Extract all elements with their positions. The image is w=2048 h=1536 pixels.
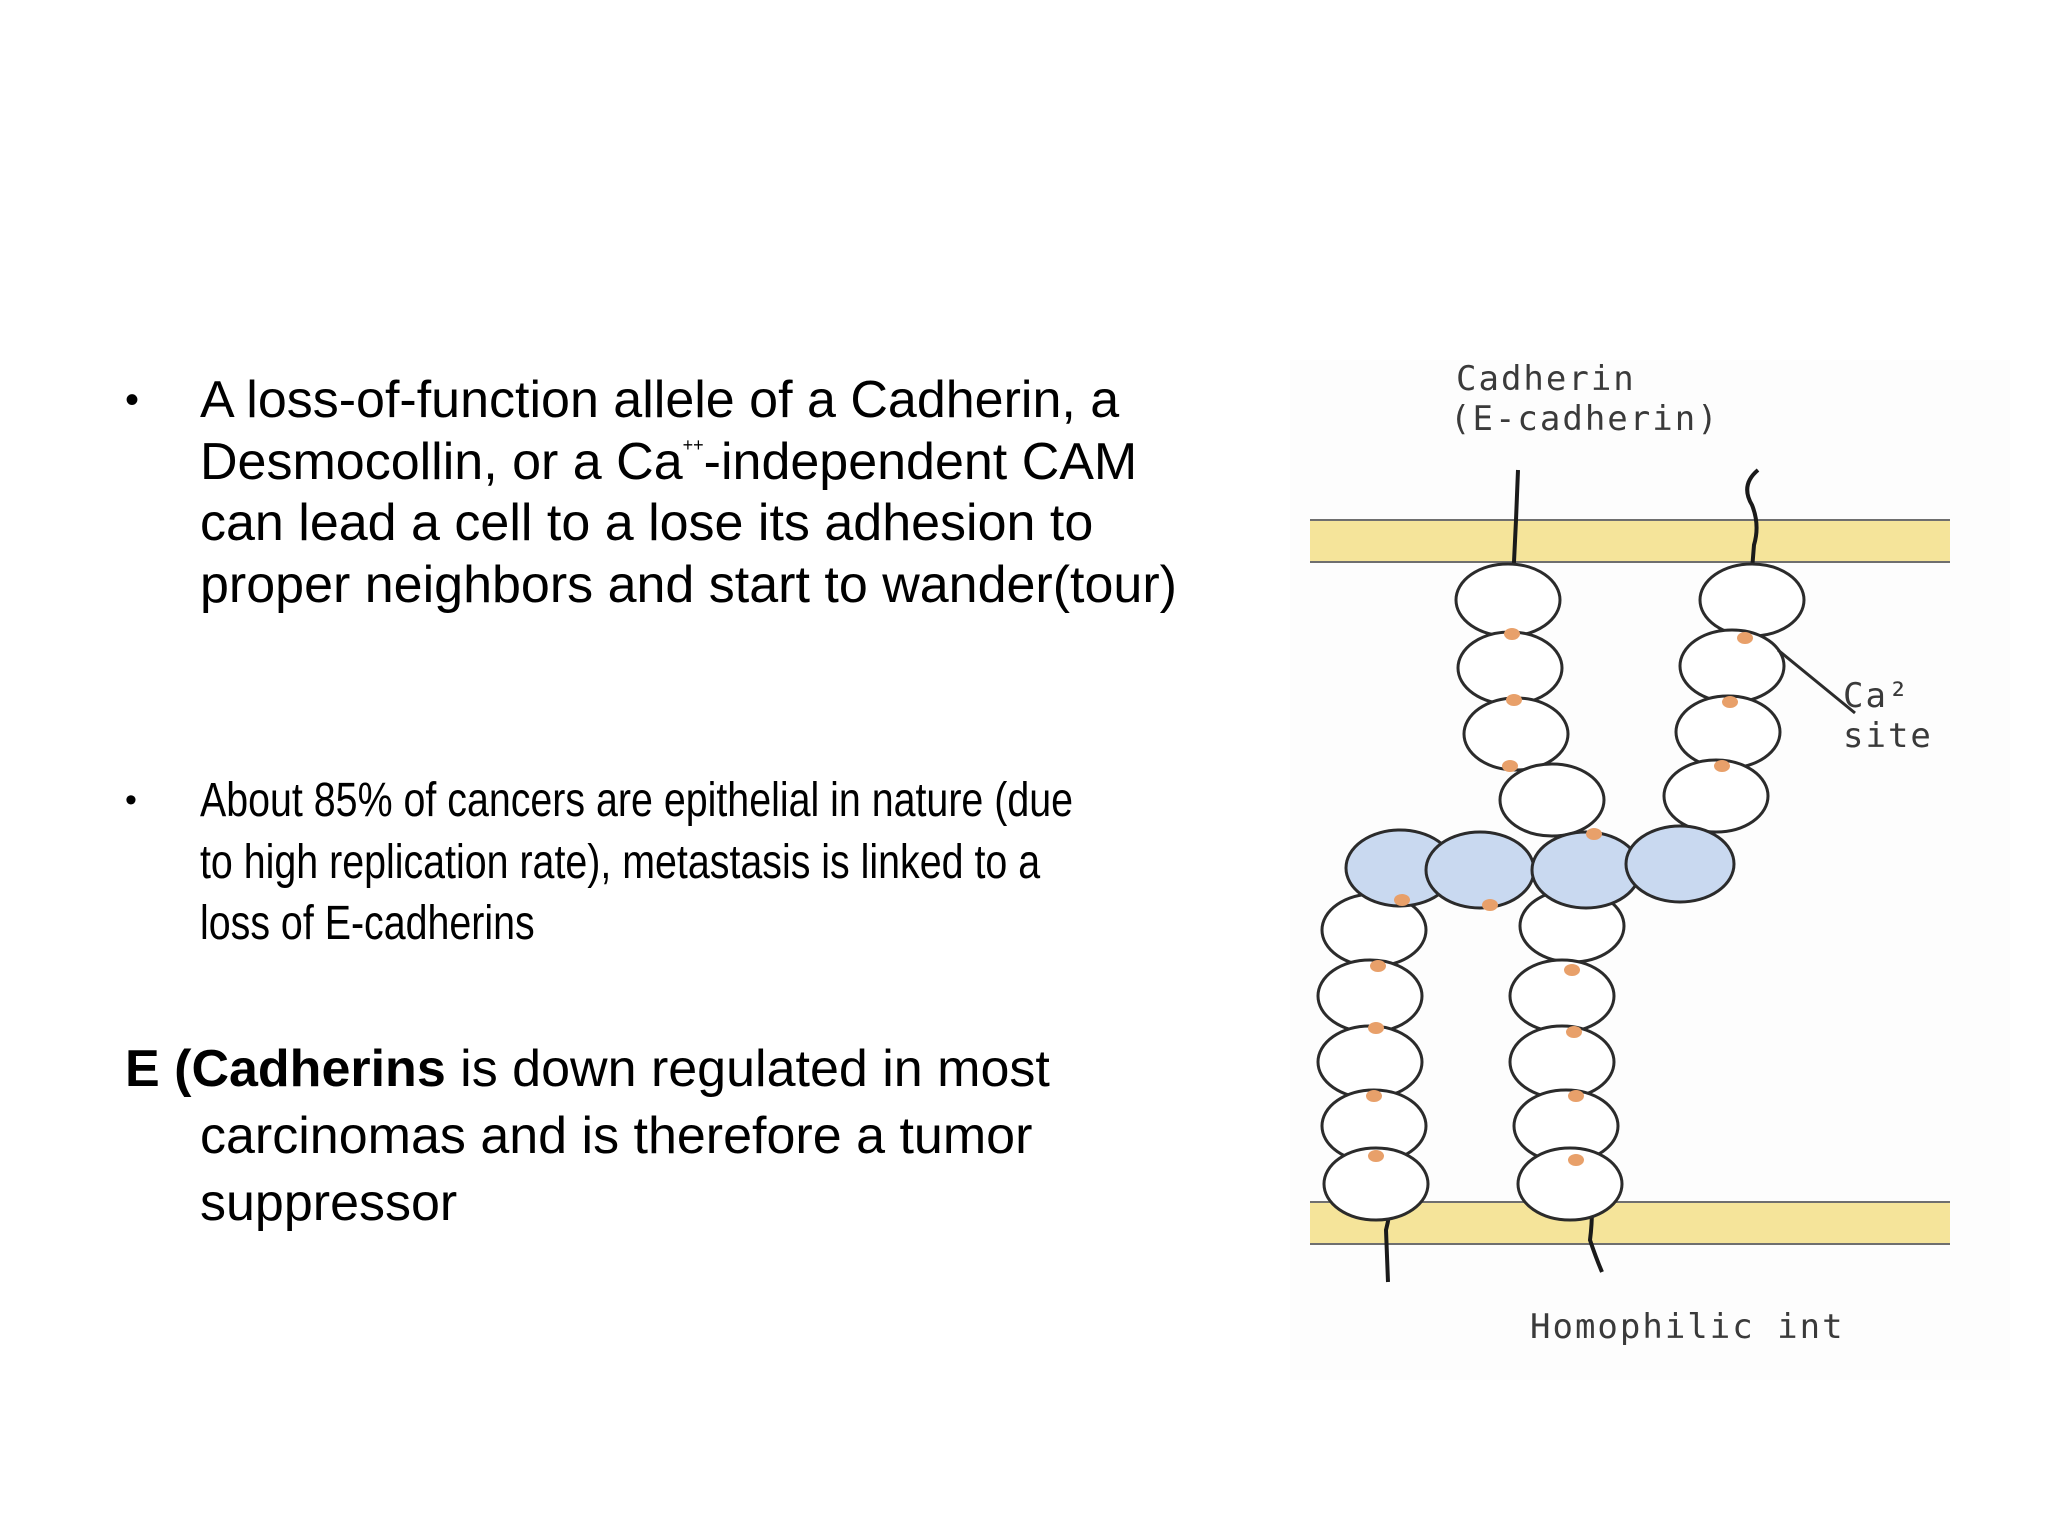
label-ca2: Ca² <box>1843 676 1910 716</box>
calcium-binding-site <box>1568 1154 1584 1166</box>
calcium-binding-site <box>1394 894 1410 906</box>
cadherin-domain <box>1454 562 1562 638</box>
calcium-binding-site <box>1370 960 1386 972</box>
calcium-binding-site <box>1737 632 1753 644</box>
superscript-plusplus: ++ <box>682 434 704 455</box>
statement-paragraph: E (Cadherins is down regulated in most c… <box>125 1036 1185 1237</box>
ec1-interface-domain <box>1530 830 1642 910</box>
calcium-binding-site <box>1368 1022 1384 1034</box>
cadherin-diagram: Cadherin (E-cadherin) Ca² site Homophili… <box>1290 360 2010 1380</box>
calcium-binding-site <box>1506 694 1522 706</box>
label-site: site <box>1843 716 1933 756</box>
calcium-binding-site <box>1366 1090 1382 1102</box>
bullet-marker: • <box>125 378 140 422</box>
cadherin-domain <box>1498 762 1606 838</box>
calcium-binding-site <box>1504 628 1520 640</box>
statement-first-line: E (Cadherins is down regulated in most <box>125 1036 1185 1103</box>
cadherin-domain <box>1316 1024 1424 1100</box>
cadherin-domains <box>1316 562 1806 1222</box>
cadherin-domain <box>1456 630 1564 706</box>
ec1-interface-domain <box>1424 830 1536 910</box>
cadherin-domain <box>1516 1146 1624 1222</box>
cadherin-domain <box>1698 562 1806 638</box>
cadherin-domain <box>1508 1024 1616 1100</box>
bullet-text-part2: -independent CAM can lead a cell to a lo… <box>200 432 1177 614</box>
cadherin-domain <box>1322 1146 1430 1222</box>
calcium-binding-site <box>1502 760 1518 772</box>
bullet-text-part1: A loss-of-function allele of a Cadherin,… <box>200 371 1120 491</box>
statement-bold: E (Cadherins <box>125 1040 446 1098</box>
calcium-binding-site <box>1566 1026 1582 1038</box>
lower-membrane <box>1310 1202 1950 1244</box>
cadherin-domain <box>1508 958 1616 1034</box>
tail-upper-right <box>1745 468 1760 571</box>
upper-membrane <box>1310 520 1950 562</box>
cadherin-domain <box>1462 696 1570 772</box>
label-homophilic: Homophilic int <box>1530 1307 1845 1347</box>
calcium-binding-site <box>1482 899 1498 911</box>
calcium-binding-site <box>1722 696 1738 708</box>
label-e-cadherin: (E-cadherin) <box>1450 399 1720 439</box>
statement-rest: is down regulated in most <box>445 1040 1050 1098</box>
calcium-binding-site <box>1586 828 1602 840</box>
calcium-binding-site <box>1568 1090 1584 1102</box>
ca-site-pointer <box>1777 648 1856 715</box>
calcium-binding-site <box>1714 760 1730 772</box>
cadherin-domain <box>1662 758 1770 834</box>
ec1-interface-domain <box>1624 824 1736 904</box>
bullet-marker: • <box>125 781 137 819</box>
cadherin-domain <box>1678 628 1786 704</box>
bullet-text: A loss-of-function allele of a Cadherin,… <box>200 370 1200 616</box>
bullet-text: About 85% of cancers are epithelial in n… <box>200 774 1074 950</box>
label-cadherin: Cadherin <box>1456 360 1636 399</box>
calcium-binding-site <box>1368 1150 1384 1162</box>
calcium-binding-site <box>1564 964 1580 976</box>
cadherin-diagram-svg: Cadherin (E-cadherin) Ca² site Homophili… <box>1310 360 1950 1347</box>
statement-continuation: carcinomas and is therefore a tumor supp… <box>200 1107 1033 1232</box>
cadherin-domain <box>1316 958 1424 1034</box>
